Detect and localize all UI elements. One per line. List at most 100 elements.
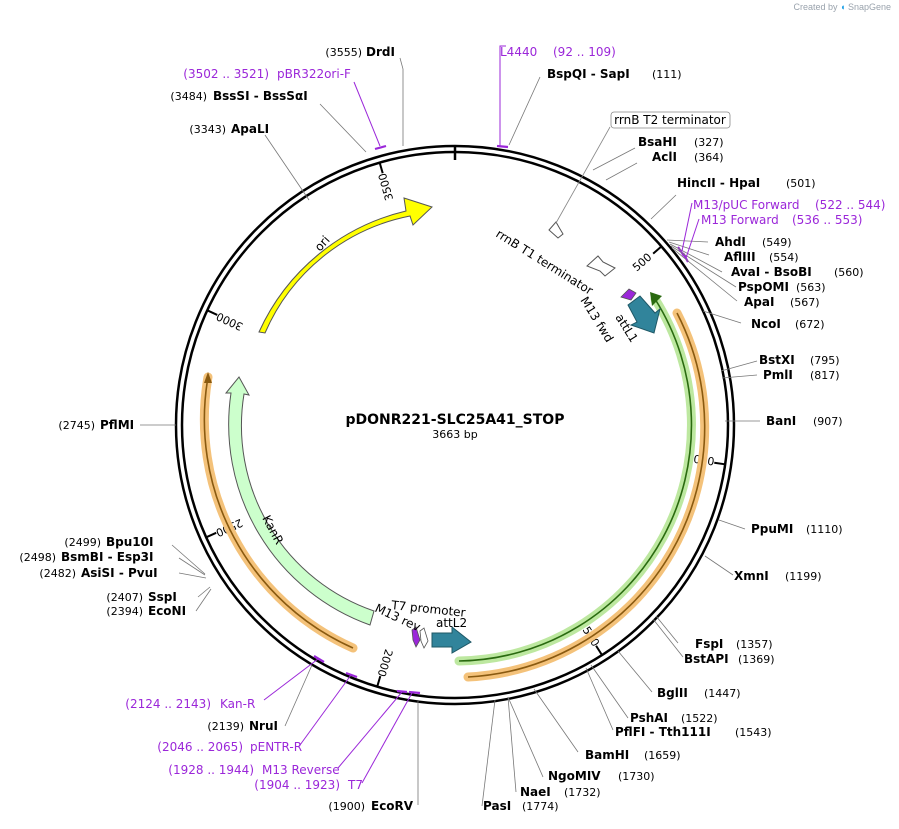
watermark-brand: SnapGene [847, 2, 891, 12]
primer-kan-r[interactable]: Kan-R [220, 697, 255, 711]
site-apai[interactable]: ApaI [744, 295, 774, 309]
site-naei[interactable]: NaeI [520, 785, 551, 799]
kanr-feature-arrow[interactable] [224, 376, 375, 626]
primer-l4440[interactable]: L4440 [500, 45, 537, 59]
site-bsmbi-esp3i[interactable]: BsmBI - Esp3I [61, 550, 153, 564]
site-econi[interactable]: EcoNI [148, 604, 186, 618]
tick-mark [206, 309, 218, 316]
primer-m13-reverse[interactable]: M13 Reverse [262, 763, 340, 777]
site-pos: (1369) [738, 653, 775, 666]
site-pspomi[interactable]: PspOMI [738, 280, 789, 294]
tick-label: 2000 [375, 648, 395, 679]
site-pos: (1357) [736, 638, 773, 651]
site-pflfi-tth111i[interactable]: PflFI - Tth111I [615, 725, 711, 739]
primer-m13-forward-range: (536 .. 553) [792, 213, 862, 227]
site-asisi-pvui[interactable]: AsiSI - PvuI [81, 566, 158, 580]
orange-band-arrow-head-icon [204, 372, 212, 383]
site-pflmi[interactable]: PflMI [100, 418, 134, 432]
plasmid-name: pDONR221-SLC25A41_STOP [346, 412, 565, 428]
site-pos: (2498) [19, 551, 56, 564]
primer-pentr-r-range: (2046 .. 2065) [157, 740, 243, 754]
tick-mark [376, 675, 382, 687]
site-ecorv[interactable]: EcoRV [371, 799, 414, 813]
site-bsahi[interactable]: BsaHI [638, 135, 677, 149]
site-bspqi-sapi[interactable]: BspQI - SapI [547, 67, 630, 81]
attl2-feature-arrow[interactable] [431, 625, 472, 654]
restriction-site-labels: (3555) DrdI BspQI - SapI (111) BsaHI (32… [19, 45, 863, 813]
site-pos: (2499) [64, 536, 101, 549]
site-pmli[interactable]: PmlI [763, 368, 793, 382]
site-pos: (567) [790, 296, 820, 309]
primer-leader-lines [263, 45, 700, 784]
rrnb-t2-leader [555, 126, 611, 224]
site-afliii[interactable]: AflIII [724, 250, 756, 264]
site-pos: (2482) [39, 567, 76, 580]
primer-m13-puc-forward-range: (522 .. 544) [815, 198, 885, 212]
tick-label: 3000 [214, 309, 245, 333]
primer-t7[interactable]: T7 [347, 778, 363, 792]
site-pos: (560) [834, 266, 864, 279]
feature-band-green-core [458, 298, 693, 662]
feature-band-left-orange [199, 372, 358, 653]
site-pos: (795) [810, 354, 840, 367]
site-hincii-hpai[interactable]: HincII - HpaI [677, 176, 760, 190]
site-bamhi[interactable]: BamHI [585, 748, 629, 762]
feature-band-left-orange-core [203, 376, 354, 649]
site-ncoi[interactable]: NcoI [751, 317, 781, 331]
tick-mark [714, 461, 726, 466]
site-pasi[interactable]: PasI [483, 799, 511, 813]
site-ahdi[interactable]: AhdI [715, 235, 746, 249]
site-avai-bsobi[interactable]: AvaI - BsoBI [731, 265, 812, 279]
plasmid-size: 3663 bp [432, 428, 477, 441]
site-ngomiv[interactable]: NgoMIV [548, 769, 601, 783]
ori-feature-arrow[interactable] [258, 197, 433, 334]
tick-mark [378, 162, 384, 174]
site-nrui[interactable]: NruI [249, 719, 278, 733]
site-sspi[interactable]: SspI [148, 590, 177, 604]
feature-band-right-orange-core [467, 312, 706, 678]
site-bani[interactable]: BanI [766, 414, 796, 428]
attl1-feature-arrow[interactable] [627, 295, 661, 334]
site-acli[interactable]: AclI [652, 150, 677, 164]
green-band-arrow-head-icon [650, 292, 662, 306]
site-bpu10i[interactable]: Bpu10I [106, 535, 153, 549]
site-ppumi[interactable]: PpuMI [751, 522, 793, 536]
primer-m13-puc-forward[interactable]: M13/pUC Forward [693, 198, 800, 212]
site-fspi[interactable]: FspI [695, 637, 723, 651]
svg-text:(3555): (3555) [325, 46, 362, 59]
primer-pbr322ori-f-range: (3502 .. 3521) [183, 67, 269, 81]
site-pos: (2139) [207, 720, 244, 733]
primer-l4440-range: (92 .. 109) [553, 45, 616, 59]
site-pos: (1732) [564, 786, 601, 799]
t7-promoter-arrow[interactable] [419, 627, 429, 649]
site-bsssi-bsssai[interactable]: BssSI - BssSαI [213, 89, 308, 103]
site-pos: (364) [694, 151, 724, 164]
site-bstapi[interactable]: BstAPI [684, 652, 729, 666]
site-pshai[interactable]: PshAI [630, 711, 668, 725]
primer-pentr-r[interactable]: pENTR-R [250, 740, 302, 754]
snapgene-logo-icon: ◖ [840, 2, 846, 12]
rrnb-t2-terminator-arrow[interactable] [548, 221, 564, 239]
site-bstxi[interactable]: BstXI [759, 353, 795, 367]
site-bglii[interactable]: BglII [657, 686, 688, 700]
site-drdi[interactable]: DrdI [366, 45, 395, 59]
tick-label: 500 [630, 251, 654, 275]
primer-pbr322ori-f[interactable]: pBR322ori-F [277, 67, 351, 81]
site-pos: (907) [813, 415, 843, 428]
primer-site-marks [313, 144, 689, 695]
site-pos: (549) [762, 236, 792, 249]
site-pos: (3555) [325, 46, 362, 59]
site-apali[interactable]: ApaLI [231, 122, 269, 136]
m13-fwd-primer-arrow[interactable] [620, 288, 637, 301]
site-xmni[interactable]: XmnI [734, 569, 769, 583]
primer-m13-forward[interactable]: M13 Forward [701, 213, 779, 227]
attl2-feature-label: attL2 [436, 616, 467, 630]
site-pos: (1659) [644, 749, 681, 762]
rrnb-t2-label-box [610, 111, 731, 129]
site-pos: (111) [652, 68, 682, 81]
rrnb-t1-terminator-arrow[interactable] [586, 255, 616, 277]
site-pos: (1447) [704, 687, 741, 700]
m13-rev-primer-arrow[interactable] [411, 626, 421, 648]
site-pos: (2394) [106, 605, 143, 618]
